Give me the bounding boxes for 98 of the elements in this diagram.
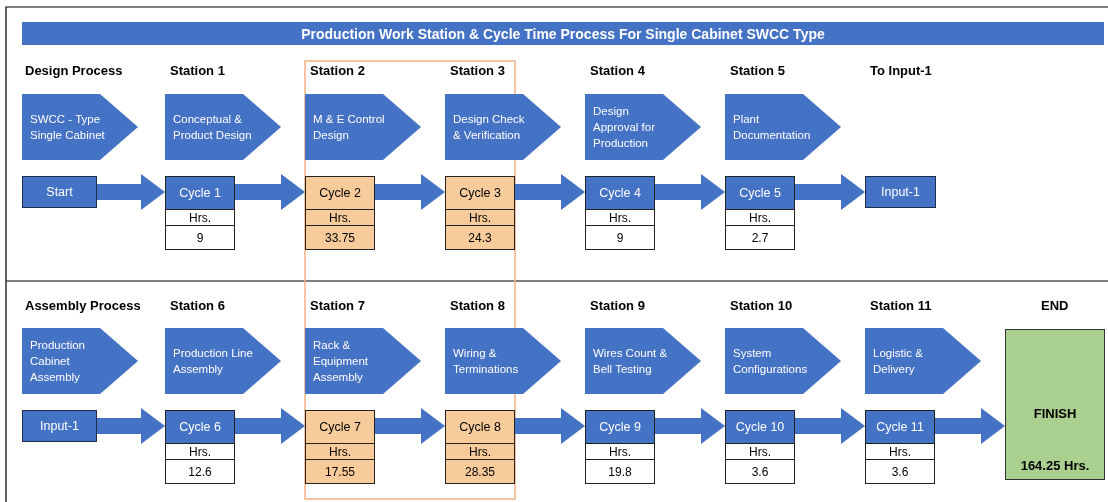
station-heading: Station 4 bbox=[590, 63, 645, 78]
unit-label: Hrs. bbox=[726, 209, 794, 225]
station-heading: Station 11 bbox=[870, 298, 932, 313]
block-arrow bbox=[655, 408, 725, 444]
step-description: Logistic & Delivery bbox=[873, 346, 924, 377]
process-pentagon bbox=[585, 94, 701, 160]
process-pentagon bbox=[445, 94, 561, 160]
process-box: Input-1 bbox=[865, 176, 936, 208]
cycle-time-table bbox=[445, 410, 515, 484]
process-pentagon bbox=[22, 94, 138, 160]
step-description: Rack & Equipment Assembly bbox=[313, 338, 369, 385]
station-heading: Station 7 bbox=[310, 298, 365, 313]
process-pentagon bbox=[445, 328, 561, 394]
cycle-name: Cycle 9 bbox=[586, 411, 654, 443]
finish-box bbox=[1005, 329, 1105, 480]
station-heading: Station 9 bbox=[590, 298, 645, 313]
unit-label: Hrs. bbox=[446, 209, 514, 225]
cycle-name: Cycle 8 bbox=[446, 411, 514, 443]
cycle-time-table bbox=[585, 176, 655, 250]
unit-label: Hrs. bbox=[166, 443, 234, 459]
unit-label: Hrs. bbox=[586, 443, 654, 459]
cycle-time-table bbox=[445, 176, 515, 250]
block-arrow bbox=[655, 174, 725, 210]
station-heading: END bbox=[1041, 298, 1069, 313]
process-pentagon bbox=[865, 328, 981, 394]
block-arrow bbox=[97, 174, 165, 210]
step-description: System Configurations bbox=[733, 346, 809, 377]
block-arrow bbox=[515, 174, 585, 210]
hours-value: 33.75 bbox=[306, 225, 374, 249]
cycle-time-table bbox=[305, 410, 375, 484]
cycle-name: Cycle 5 bbox=[726, 177, 794, 209]
cycle-name: Cycle 1 bbox=[166, 177, 234, 209]
unit-label: Hrs. bbox=[726, 443, 794, 459]
block-arrow bbox=[235, 174, 305, 210]
station-heading: Station 1 bbox=[170, 63, 225, 78]
step-description: Wiring & Terminations bbox=[453, 346, 520, 377]
cycle-name: Cycle 4 bbox=[586, 177, 654, 209]
cycle-name: Cycle 2 bbox=[306, 177, 374, 209]
total-hours: 164.25 Hrs. bbox=[1020, 458, 1090, 473]
station-heading: Station 2 bbox=[310, 63, 365, 78]
step-description: Wires Count & Bell Testing bbox=[593, 346, 669, 377]
hours-value: 24.3 bbox=[446, 225, 514, 249]
step-description: Plant Documentation bbox=[733, 112, 812, 143]
cycle-name: Cycle 6 bbox=[166, 411, 234, 443]
block-arrow bbox=[97, 408, 165, 444]
block-arrow bbox=[795, 408, 865, 444]
cycle-time-table bbox=[165, 176, 235, 250]
station-heading: Station 6 bbox=[170, 298, 225, 313]
step-description: M & E Control Design bbox=[313, 112, 386, 143]
cycle-time-table bbox=[725, 176, 795, 250]
cycle-time-table bbox=[725, 410, 795, 484]
step-description: Design Check & Verification bbox=[453, 112, 526, 143]
cycle-time-table bbox=[305, 176, 375, 250]
process-pentagon bbox=[725, 328, 841, 394]
cycle-name: Cycle 7 bbox=[306, 411, 374, 443]
cycle-time-table bbox=[165, 410, 235, 484]
unit-label: Hrs. bbox=[586, 209, 654, 225]
station-heading: To Input-1 bbox=[870, 63, 932, 78]
process-pentagon bbox=[165, 94, 281, 160]
station-heading: Station 5 bbox=[730, 63, 785, 78]
block-arrow bbox=[795, 174, 865, 210]
process-pentagon bbox=[165, 328, 281, 394]
block-arrow bbox=[235, 408, 305, 444]
block-arrow bbox=[375, 408, 445, 444]
step-description: Design Approval for Production bbox=[593, 104, 656, 151]
process-pentagon bbox=[585, 328, 701, 394]
cycle-name: Cycle 3 bbox=[446, 177, 514, 209]
block-arrow bbox=[935, 408, 1005, 444]
process-pentagon bbox=[305, 94, 421, 160]
unit-label: Hrs. bbox=[866, 443, 934, 459]
block-arrow bbox=[515, 408, 585, 444]
unit-label: Hrs. bbox=[166, 209, 234, 225]
hours-value: 28.35 bbox=[446, 459, 514, 483]
step-description: Production Line Assembly bbox=[173, 346, 254, 377]
step-description: SWCC - Type Single Cabinet bbox=[30, 112, 106, 143]
process-pentagon bbox=[725, 94, 841, 160]
cycle-name: Cycle 10 bbox=[726, 411, 794, 443]
cycle-name: Cycle 11 bbox=[866, 411, 934, 443]
process-box: Input-1 bbox=[22, 410, 97, 442]
step-description: Production Cabinet Assembly bbox=[30, 338, 86, 385]
station-heading: Station 3 bbox=[450, 63, 505, 78]
step-description: Conceptual & Product Design bbox=[173, 112, 253, 143]
cycle-time-table bbox=[865, 410, 935, 484]
unit-label: Hrs. bbox=[306, 209, 374, 225]
cycle-time-table bbox=[585, 410, 655, 484]
title-bar: Production Work Station & Cycle Time Process For Single Cabinet SWCC Type bbox=[22, 22, 1104, 45]
station-heading: Station 8 bbox=[450, 298, 505, 313]
process-box: Start bbox=[22, 176, 97, 208]
process-pentagon bbox=[22, 328, 138, 394]
section-heading: Design Process bbox=[25, 63, 123, 78]
block-arrow bbox=[375, 174, 445, 210]
finish-label: FINISH bbox=[1033, 406, 1077, 421]
unit-label: Hrs. bbox=[446, 443, 514, 459]
section-heading: Assembly Process bbox=[25, 298, 141, 313]
unit-label: Hrs. bbox=[306, 443, 374, 459]
process-pentagon bbox=[305, 328, 421, 394]
hours-value: 17.55 bbox=[306, 459, 374, 483]
station-heading: Station 10 bbox=[730, 298, 793, 313]
